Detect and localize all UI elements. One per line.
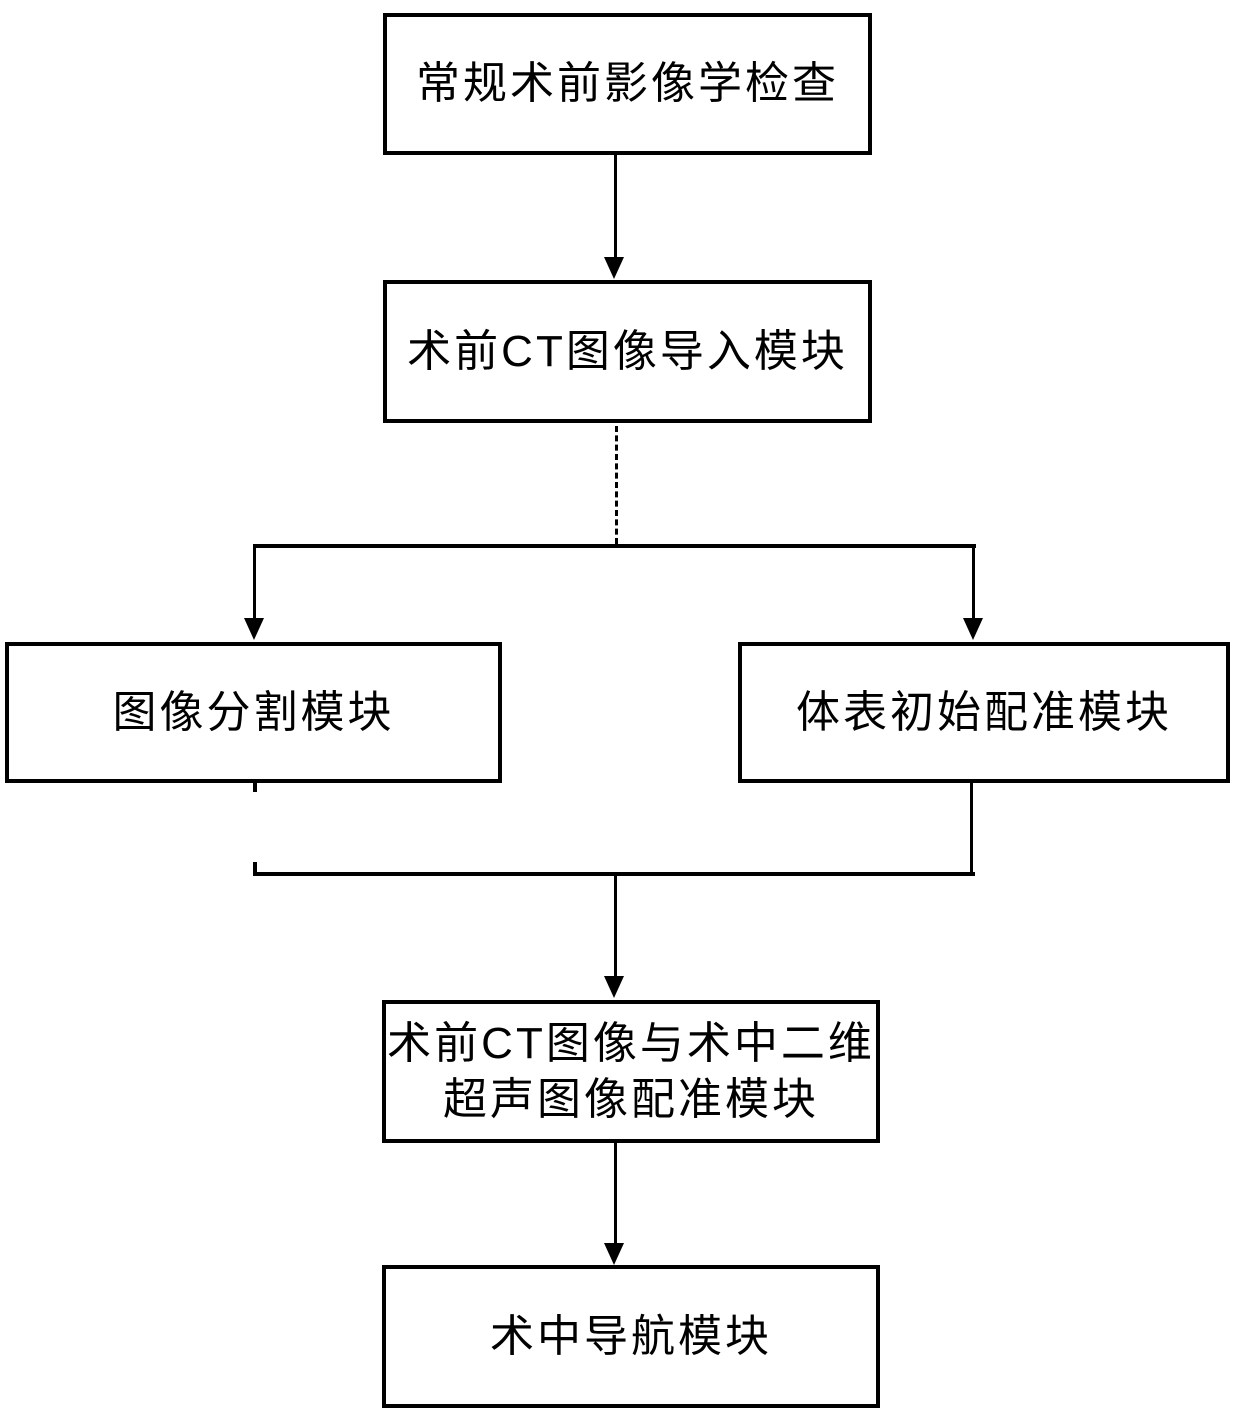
node-ct-us-registration-label-line2: 超声图像配准模块 bbox=[443, 1074, 819, 1124]
node-image-segmentation: 图像分割模块 bbox=[5, 642, 502, 783]
connector-merge-right-line bbox=[970, 783, 973, 876]
node-preop-ct-import: 术前CT图像导入模块 bbox=[383, 280, 872, 423]
node-preop-ct-import-label: 术前CT图像导入模块 bbox=[407, 326, 848, 376]
arrowhead-n4-icon bbox=[963, 618, 983, 640]
arrowhead-n5-icon bbox=[604, 976, 624, 998]
arrowhead-n3-icon bbox=[244, 618, 264, 640]
arrowhead-n2-icon bbox=[604, 257, 624, 279]
connector-merge-left-stub bbox=[253, 783, 257, 792]
connector-n2-split-dashed-line bbox=[615, 426, 618, 544]
node-intraop-navigation-label: 术中导航模块 bbox=[490, 1311, 772, 1361]
connector-split-left-line bbox=[253, 544, 256, 618]
node-routine-preop-imaging-label: 常规术前影像学检查 bbox=[416, 59, 839, 108]
node-image-segmentation-label: 图像分割模块 bbox=[112, 687, 395, 737]
node-ct-us-registration: 术前CT图像与术中二维 超声图像配准模块 bbox=[382, 1000, 880, 1143]
node-intraop-navigation: 术中导航模块 bbox=[382, 1265, 880, 1408]
connector-merge-left-tick bbox=[253, 862, 257, 876]
connector-split-right-line bbox=[972, 544, 975, 618]
connector-n1-n2-line bbox=[614, 155, 617, 257]
connector-n5-n6-line bbox=[614, 1143, 617, 1243]
node-ct-us-registration-label-line1: 术前CT图像与术中二维 bbox=[387, 1018, 875, 1068]
connector-merge-horizontal-line bbox=[253, 872, 975, 876]
node-body-surface-initial-registration: 体表初始配准模块 bbox=[738, 642, 1230, 783]
connector-split-horizontal-line bbox=[254, 544, 976, 548]
connector-merge-center-line bbox=[614, 876, 617, 976]
node-body-surface-initial-registration-label: 体表初始配准模块 bbox=[796, 687, 1172, 737]
arrowhead-n6-icon bbox=[604, 1243, 624, 1265]
node-routine-preop-imaging: 常规术前影像学检查 bbox=[383, 13, 872, 155]
